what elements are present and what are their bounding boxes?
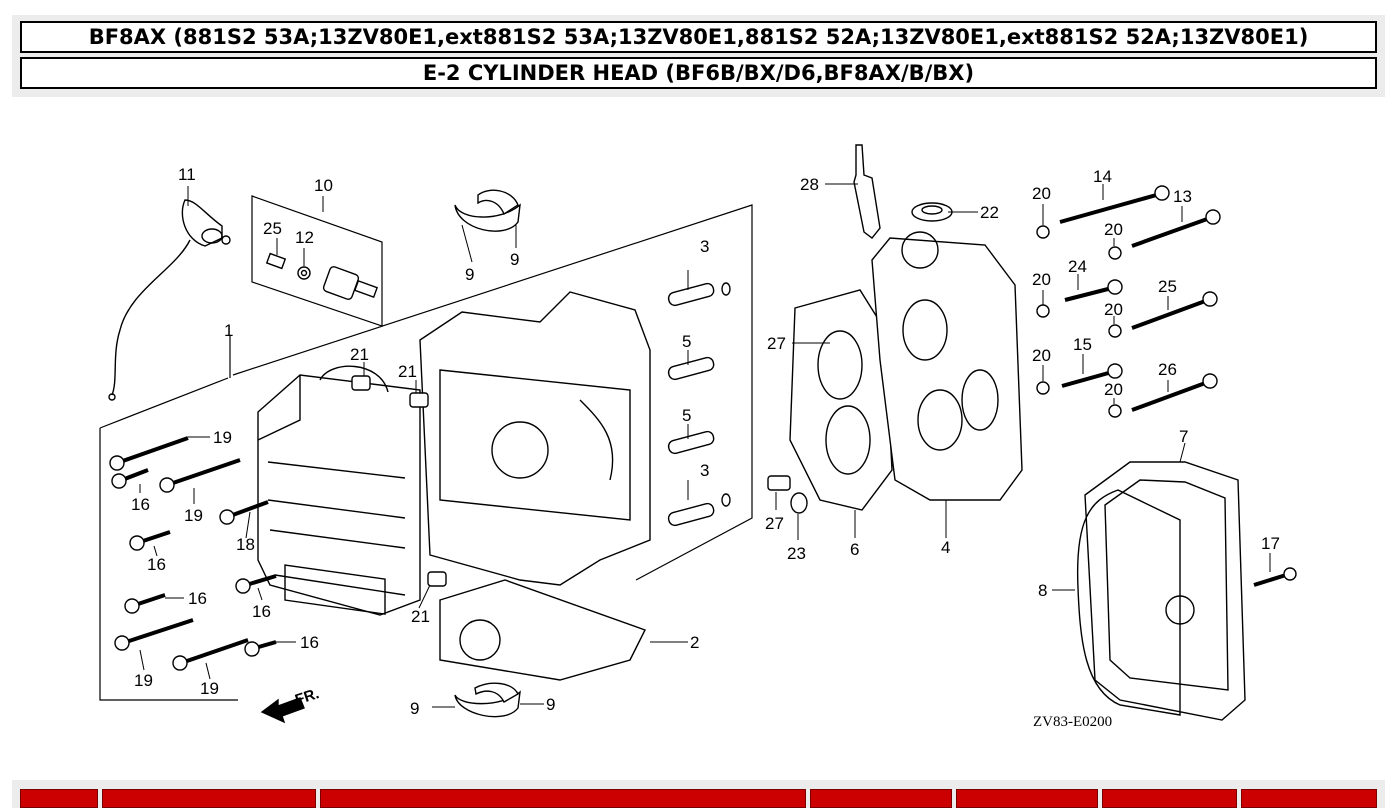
tab-1[interactable] bbox=[20, 789, 98, 808]
header-panel: BF8AX (881S2 53A;13ZV80E1,ext881S2 53A;1… bbox=[12, 15, 1385, 97]
part-27-23 bbox=[767, 475, 808, 514]
callout: 23 bbox=[787, 544, 806, 563]
tab-6[interactable] bbox=[1102, 789, 1237, 808]
callout: 3 bbox=[700, 237, 709, 256]
bolts-right bbox=[1059, 185, 1221, 412]
callout: 20 bbox=[1104, 220, 1123, 239]
front-label: FR. bbox=[293, 685, 321, 709]
section-title: E-2 CYLINDER HEAD (BF6B/BX/D6,BF8AX/B/BX… bbox=[20, 57, 1377, 89]
callout: 16 bbox=[147, 555, 166, 574]
callout: 20 bbox=[1104, 300, 1123, 319]
callout: 16 bbox=[300, 633, 319, 652]
callout: 8 bbox=[1038, 581, 1047, 600]
callout: 16 bbox=[252, 602, 271, 621]
tab-4[interactable] bbox=[810, 789, 952, 808]
callout: 9 bbox=[465, 265, 474, 284]
callout: 16 bbox=[131, 495, 150, 514]
callout: 2 bbox=[690, 633, 699, 652]
part-4-head bbox=[871, 231, 1023, 501]
callout: 9 bbox=[510, 250, 519, 269]
part-head-casting bbox=[419, 291, 651, 586]
kit-box-10 bbox=[251, 195, 383, 327]
part-2-gasket bbox=[439, 579, 646, 681]
callout: 19 bbox=[184, 506, 203, 525]
guides-3-5 bbox=[667, 282, 731, 527]
callout: 22 bbox=[980, 203, 999, 222]
front-arrow-icon bbox=[260, 697, 305, 724]
callout: 24 bbox=[1068, 257, 1087, 276]
part-9-clamp-upper bbox=[454, 189, 521, 232]
part-11-cap bbox=[108, 199, 231, 401]
callout: 17 bbox=[1261, 534, 1280, 553]
callout: 1 bbox=[224, 321, 233, 340]
part-22-seal bbox=[911, 202, 953, 222]
callout: 11 bbox=[178, 165, 196, 184]
callout: 5 bbox=[682, 406, 691, 425]
part-1-block bbox=[257, 365, 421, 616]
callout: 19 bbox=[134, 671, 153, 690]
callout: 21 bbox=[398, 362, 417, 381]
callout: 6 bbox=[850, 540, 859, 559]
callout: 10 bbox=[314, 176, 333, 195]
callout: 7 bbox=[1179, 427, 1188, 446]
callout: 19 bbox=[213, 428, 232, 447]
callout: 9 bbox=[410, 699, 419, 718]
callout: 20 bbox=[1032, 184, 1051, 203]
part-17-bolt bbox=[1253, 567, 1297, 587]
part-6-gasket bbox=[789, 289, 893, 511]
callout: 25 bbox=[1158, 277, 1177, 296]
part-26-12-10 bbox=[265, 252, 379, 300]
callout: 4 bbox=[941, 538, 950, 557]
callout-labels: 11 10 25 12 9 9 1 21 21 21 3 5 5 3 2 9 9… bbox=[131, 165, 1280, 718]
callout: 28 bbox=[800, 175, 819, 194]
tab-5[interactable] bbox=[956, 789, 1098, 808]
callout: 9 bbox=[546, 695, 555, 714]
leader-lines bbox=[139, 183, 1271, 708]
callout: 20 bbox=[1032, 346, 1051, 365]
assembly-frame bbox=[99, 204, 753, 701]
model-title: BF8AX (881S2 53A;13ZV80E1,ext881S2 53A;1… bbox=[20, 21, 1377, 53]
callout: 19 bbox=[200, 679, 219, 698]
callout: 21 bbox=[350, 345, 369, 364]
part-7-cover-8-gasket bbox=[1076, 461, 1246, 721]
drawing-code: ZV83-E0200 bbox=[1033, 714, 1112, 730]
tab-2[interactable] bbox=[102, 789, 316, 808]
callout: 20 bbox=[1032, 270, 1051, 289]
callout: 27 bbox=[765, 514, 784, 533]
callout: 12 bbox=[295, 228, 314, 247]
callout: 20 bbox=[1104, 380, 1123, 399]
callout: 16 bbox=[188, 589, 207, 608]
callout: 13 bbox=[1173, 187, 1192, 206]
bolts-left bbox=[109, 436, 277, 671]
callout: 26 bbox=[1158, 360, 1177, 379]
part-9-clamp-lower bbox=[454, 682, 521, 718]
callout: 21 bbox=[411, 607, 430, 626]
tab-3[interactable] bbox=[320, 789, 806, 808]
bottom-tab-bar bbox=[12, 780, 1385, 808]
callout: 14 bbox=[1093, 167, 1112, 186]
parts-diagram: 11 10 25 12 9 9 1 21 21 21 3 5 5 3 2 9 9… bbox=[99, 144, 1297, 730]
washers-20 bbox=[1036, 225, 1122, 418]
callout: 25 bbox=[263, 219, 282, 238]
callout: 3 bbox=[700, 461, 709, 480]
part-28-spark-plug bbox=[853, 144, 881, 239]
pins-21 bbox=[351, 375, 447, 587]
callout: 5 bbox=[682, 332, 691, 351]
callout: 18 bbox=[236, 535, 255, 554]
callout: 15 bbox=[1073, 335, 1092, 354]
callout: 27 bbox=[767, 334, 786, 353]
tab-7[interactable] bbox=[1241, 789, 1377, 808]
